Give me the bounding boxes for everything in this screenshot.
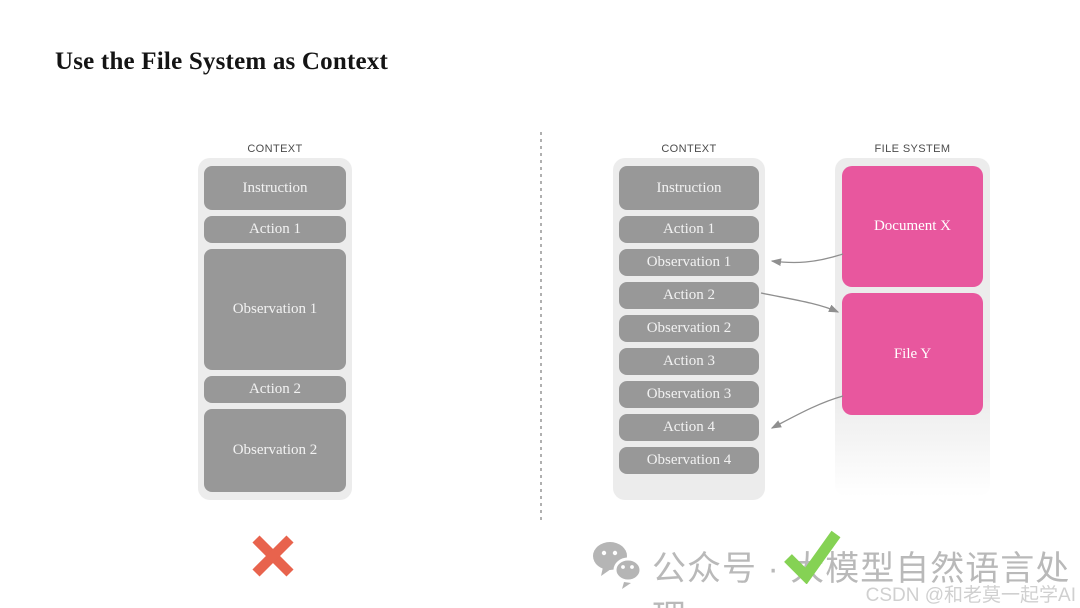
box-observation-1: Observation 1 xyxy=(619,249,759,276)
box-action-1: Action 1 xyxy=(204,216,346,243)
arrow-document-x-to-observation-1 xyxy=(770,253,844,267)
left-context-panel: Instruction Action 1 Observation 1 Actio… xyxy=(198,158,352,500)
box-instruction: Instruction xyxy=(619,166,759,210)
wechat-icon xyxy=(593,542,643,589)
check-icon xyxy=(784,530,841,584)
wechat-watermark-text: 公众号 · 大模型自然语言处理 xyxy=(652,550,1071,608)
box-document-x: Document X xyxy=(842,166,983,287)
box-observation-2: Observation 2 xyxy=(619,315,759,342)
csdn-watermark-text: CSDN @和老莫一起学AI xyxy=(865,585,1076,606)
right-context-label: CONTEXT xyxy=(661,143,717,155)
box-observation-1: Observation 1 xyxy=(204,249,346,370)
arrow-action-2-to-file-y xyxy=(760,292,840,313)
left-context-label: CONTEXT xyxy=(247,143,303,155)
box-action-2: Action 2 xyxy=(204,376,346,403)
box-instruction: Instruction xyxy=(204,166,346,210)
box-file-y: File Y xyxy=(842,293,983,415)
box-action-2: Action 2 xyxy=(619,282,759,309)
box-observation-4: Observation 4 xyxy=(619,447,759,474)
cross-icon xyxy=(252,535,294,577)
file-system-label: FILE SYSTEM xyxy=(874,143,951,155)
arrow-file-y-to-action-4 xyxy=(770,395,844,429)
box-observation-3: Observation 3 xyxy=(619,381,759,408)
file-system-panel: Document X File Y xyxy=(835,158,990,497)
box-action-1: Action 1 xyxy=(619,216,759,243)
box-observation-2: Observation 2 xyxy=(204,409,346,492)
vertical-dashed-divider xyxy=(540,132,542,522)
box-action-3: Action 3 xyxy=(619,348,759,375)
page-title: Use the File System as Context xyxy=(55,48,389,75)
right-context-panel: Instruction Action 1 Observation 1 Actio… xyxy=(613,158,765,500)
box-action-4: Action 4 xyxy=(619,414,759,441)
